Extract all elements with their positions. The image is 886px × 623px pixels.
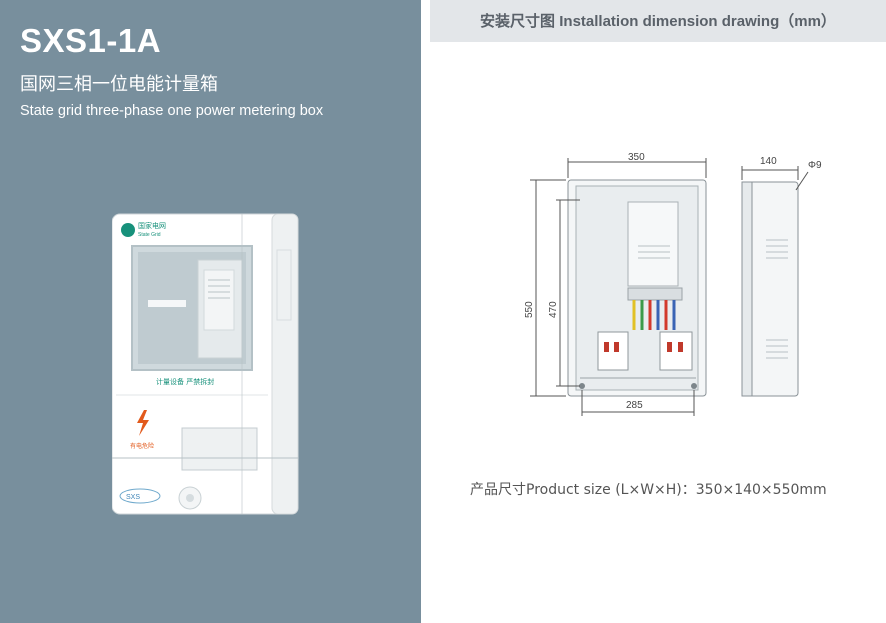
dim-width: 350 xyxy=(628,152,645,163)
logo-text-en: State Grid xyxy=(138,232,161,238)
model-number: SXS1-1A xyxy=(20,22,162,59)
product-title-en: State grid three-phase one power meterin… xyxy=(20,103,324,119)
dim-mount-width: 285 xyxy=(626,400,643,411)
dim-depth: 140 xyxy=(760,156,777,167)
dim-height: 550 xyxy=(524,301,535,318)
header-title-cn: 安装尺寸图 xyxy=(480,12,556,30)
brand-badge: SXS xyxy=(126,494,140,501)
product-title-cn: 国网三相一位电能计量箱 xyxy=(20,74,218,95)
logo-text-cn: 国家电网 xyxy=(138,221,166,230)
metering-box-photo: 国家电网 State Grid 计量设备 严禁拆封 有电危险 SXS xyxy=(112,213,299,515)
dim-inner-height: 470 xyxy=(548,301,559,318)
dimension-drawing: 350 550 470 285 140 Φ9 xyxy=(524,152,822,416)
header-title-en: Installation dimension drawing（mm） xyxy=(559,13,836,30)
dim-hole: Φ9 xyxy=(808,160,822,171)
lightning-warning-icon xyxy=(137,410,149,436)
section-header: 安装尺寸图 Installation dimension drawing（mm） xyxy=(430,0,886,42)
danger-label: 有电危险 xyxy=(130,442,154,450)
state-grid-logo-icon xyxy=(121,223,135,237)
product-panel: SXS1-1A 国网三相一位电能计量箱 State grid three-pha… xyxy=(0,0,421,623)
product-size-text: 产品尺寸Product size (L×W×H)：350×140×550mm xyxy=(470,482,827,498)
sealed-label: 计量设备 严禁拆封 xyxy=(156,377,214,386)
